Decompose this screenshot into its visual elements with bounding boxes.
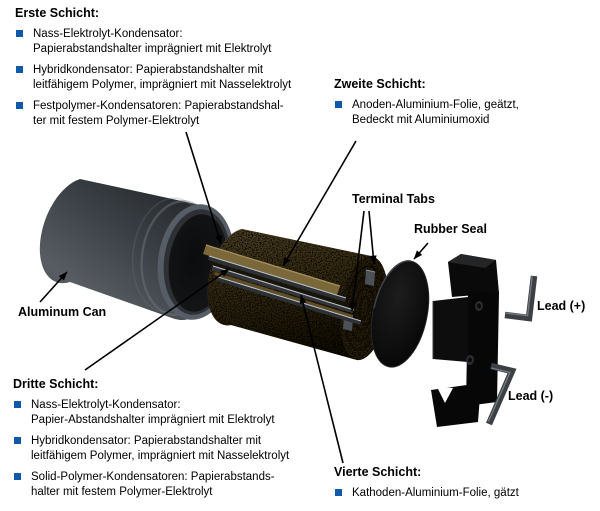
list-item-text: Hybridkondensator: Papierabstandshalter …	[33, 64, 292, 91]
leader-line-zweite-schicht	[282, 140, 357, 267]
list-item-text: Hybridkondensator: Papierabstandshalter …	[31, 435, 290, 462]
leader-line-rubber-seal	[413, 242, 429, 260]
aluminum-can-shape	[39, 179, 235, 321]
bullet-icon	[14, 473, 21, 480]
list-item: Nass-Elektrolyt-Kondensator: Papierabsta…	[15, 27, 327, 56]
list-item: Nass-Elektrolyt-Kondensator: Papier-Abst…	[13, 398, 325, 427]
list-item: Hybridkondensator: Papierabstandshalter …	[15, 63, 327, 92]
section-erste-schicht: Erste Schicht: Nass-Elektrolyt-Kondensat…	[15, 6, 327, 135]
section-dritte-schicht: Dritte Schicht: Nass-Elektrolyt-Kondensa…	[13, 377, 325, 506]
layer-foil-3	[217, 277, 361, 325]
layer-foil-3-edge	[217, 276, 362, 322]
leader-line-vierte-schicht	[299, 294, 344, 464]
bullet-icon	[16, 30, 23, 37]
list-item-text: Solid-Polymer-Kondensatoren: Papierabsta…	[31, 471, 275, 498]
section-zweite-schicht: Zweite Schicht: Anoden-Aluminium-Folie, …	[334, 77, 572, 134]
bullet-icon	[335, 489, 342, 496]
leader-line-erste-schicht	[185, 131, 222, 245]
list-item: Festpolymer-Kondensatoren: Papierabstand…	[15, 99, 327, 128]
section-title: Zweite Schicht:	[334, 77, 426, 91]
bullet-icon	[335, 101, 342, 108]
list-item-text: Nass-Elektrolyt-Kondensator: Papierabsta…	[33, 28, 272, 55]
layer-foil-1	[208, 256, 346, 302]
section-title: Dritte Schicht:	[13, 377, 99, 391]
list-item-text: Nass-Elektrolyt-Kondensator: Papier-Abst…	[31, 399, 275, 426]
insulator-shape	[431, 254, 499, 427]
list-item: Solid-Polymer-Kondensatoren: Papierabsta…	[13, 470, 325, 499]
bullet-icon	[16, 102, 23, 109]
terminal-tabs-label: Terminal Tabs	[352, 192, 435, 206]
layer-paper-top	[203, 245, 340, 295]
section-title: Vierte Schicht:	[334, 465, 422, 479]
terminal-tab-upper-highlight	[365, 269, 376, 273]
rubber-seal-shape	[370, 260, 430, 368]
layer-foil-2	[212, 266, 354, 313]
lead-positive-highlight	[505, 276, 533, 317]
leader-line-terminal-tab-upper	[368, 210, 377, 265]
rubber-seal-highlight	[373, 260, 412, 309]
list-item-text: Anoden-Aluminium-Folie, geätzt, Bedeckt …	[352, 99, 519, 126]
layer-paper-top-edge	[205, 244, 341, 287]
layer-gap	[209, 261, 346, 306]
leader-line-aluminum-can	[39, 271, 68, 303]
list-item-text: Festpolymer-Kondensatoren: Papierabstand…	[33, 100, 284, 127]
lead-negative-highlight	[487, 367, 511, 422]
list-item: Hybridkondensator: Papierabstandshalter …	[13, 434, 325, 463]
layer-foil-1-edge	[208, 255, 347, 299]
leader-line-terminal-tab-lower	[349, 210, 365, 312]
insulator-dimple-2-center	[468, 357, 472, 363]
bullet-icon	[14, 401, 21, 408]
rubber-seal-label: Rubber Seal	[414, 222, 487, 236]
insulator-dimple-1-center	[477, 303, 481, 309]
layer-foil-2-edge	[212, 265, 355, 311]
layer-paper-2	[214, 272, 353, 318]
leader-line-dritte-schicht	[84, 268, 230, 371]
insulator-top-facet	[448, 254, 496, 268]
section-title: Erste Schicht:	[15, 6, 100, 20]
bullet-icon	[16, 66, 23, 73]
aluminum-can-label: Aluminum Can	[18, 305, 107, 319]
lead-negative-shape	[486, 362, 517, 426]
list-item: Kathoden-Aluminium-Folie, gätzt	[334, 486, 596, 501]
lead-negative-label: Lead (-)	[508, 389, 554, 403]
insulator-notch	[437, 387, 453, 403]
section-vierte-schicht: Vierte Schicht: Kathoden-Aluminium-Folie…	[334, 465, 596, 508]
lead-positive-label: Lead (+)	[537, 299, 586, 313]
bullet-icon	[14, 437, 21, 444]
terminal-tab-upper	[365, 270, 375, 286]
lead-positive-shape	[504, 275, 538, 322]
foil-strips	[203, 244, 362, 325]
list-item: Anoden-Aluminium-Folie, geätzt, Bedeckt …	[334, 98, 572, 127]
list-item-text: Kathoden-Aluminium-Folie, gätzt	[352, 487, 519, 499]
